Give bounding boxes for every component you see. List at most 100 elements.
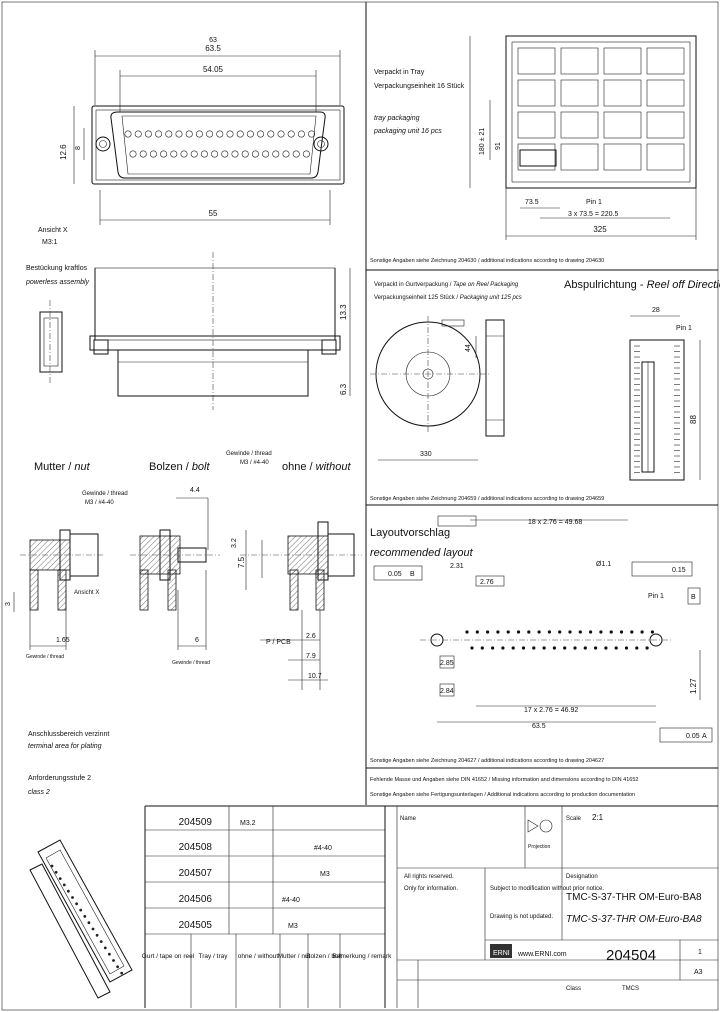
layout-hole	[578, 630, 582, 634]
terminal-de: Anschlussbereich verzinnt	[28, 731, 109, 738]
thread-label-1: Gewinde / thread	[226, 451, 272, 457]
thread-label-2: Gewinde / thread	[82, 491, 128, 497]
tb-not-updated: Drawing is not updated.	[490, 914, 553, 920]
layout-hole	[573, 646, 577, 650]
tray-dim-series: 3 x 73.5 = 220.5	[568, 211, 619, 218]
connector-pin	[58, 877, 62, 880]
pin	[231, 150, 239, 158]
tb-scale-val: 2:1	[592, 813, 604, 822]
dim-6: 6	[195, 637, 199, 644]
tray-cell	[517, 111, 556, 139]
reel-dir-pin1: Pin 1	[676, 325, 692, 332]
dim-low: 6.3	[339, 383, 348, 395]
layout-hole	[583, 646, 587, 650]
tray-cell	[560, 47, 599, 75]
dim-pitch: 54.05	[203, 65, 224, 74]
pin	[287, 130, 295, 138]
without-drawing: 7.5 3.2 P / PCB 2.6 7.9 10.7	[231, 521, 362, 690]
pin	[190, 150, 198, 158]
variant-3-num: 204506	[179, 894, 213, 905]
layout-title-de: Layoutvorschlag	[370, 527, 450, 539]
view-x-scale: M3:1	[42, 239, 58, 246]
layout-hole	[491, 646, 495, 650]
layout-hole	[635, 646, 639, 650]
connector-pin	[75, 902, 78, 906]
connector-pin	[67, 889, 70, 893]
layout-hole	[599, 630, 603, 634]
header-nut: Mutter / nut	[278, 953, 311, 960]
layout-hole	[630, 630, 634, 634]
layout-dim127: 1.27	[689, 678, 698, 694]
tray-cell	[517, 47, 556, 75]
variant-1-num: 204508	[179, 842, 213, 853]
layout-dim285: 2.85	[440, 660, 454, 667]
tb-format: A3	[694, 969, 703, 976]
pin	[308, 130, 316, 138]
connector-pin	[95, 933, 99, 937]
tb-subject: Subject to modification without prior no…	[490, 886, 604, 892]
pin	[282, 150, 290, 158]
tray-pin1: Pin 1	[586, 199, 602, 206]
side-view: 13.3 6.3	[39, 252, 351, 410]
reel-dir-title: Abspulrichtung - Reel off Direction	[564, 279, 720, 291]
variant-2-col: M3	[320, 871, 330, 878]
pin	[180, 150, 188, 158]
reel-dim-dia: 330	[420, 451, 432, 458]
variant-4-col: M3	[288, 923, 298, 930]
dim-75: 7.5	[237, 556, 246, 568]
connector-pin	[116, 965, 119, 969]
tray-line4: packaging unit 16 pcs	[373, 128, 442, 135]
tray-cell	[646, 111, 685, 139]
erni-logo	[490, 944, 512, 958]
variant-2-num: 204507	[179, 868, 213, 879]
tray-note: Sonstige Angaben siehe Zeichnung 204630 …	[370, 258, 604, 264]
tb-scale-label: Scale	[566, 816, 582, 822]
pin	[211, 150, 219, 158]
layout-dim-overall: 63.5	[532, 723, 546, 730]
bolt-drawing: 6 Gewinde / thread 4.4	[130, 487, 220, 666]
connector-pin	[50, 864, 54, 868]
pin	[134, 130, 142, 138]
tb-number: 204504	[606, 947, 656, 964]
layout-dim231: 2.31	[450, 563, 464, 570]
layout-hole	[516, 630, 521, 634]
dim-height: 12.6	[59, 144, 68, 160]
pin	[297, 130, 305, 138]
layout-hole	[594, 646, 598, 650]
layout-hole	[542, 646, 546, 650]
pin	[292, 150, 300, 158]
tray-line2: Verpackungseinheit 16 Stück	[374, 83, 465, 90]
note-2: Sonstige Angaben siehe Fertigungsunterla…	[370, 792, 635, 798]
pin	[277, 130, 285, 138]
layout-hole	[568, 630, 572, 634]
nut-title: Mutter / nut	[34, 461, 91, 473]
dim-165: 1.65	[56, 637, 70, 644]
tb-projection: Projection	[528, 844, 550, 850]
connector-pin	[79, 908, 83, 912]
variant-table: 204509 M3.2 204508 #4-40 204507 M3 20450…	[142, 805, 718, 1008]
tray-cell	[517, 79, 556, 107]
pin	[251, 150, 259, 158]
tb-website: www.ERNI.com	[517, 951, 567, 958]
reel-note: Sonstige Angaben siehe Zeichnung 204659 …	[370, 496, 604, 502]
connector-pin	[71, 896, 74, 899]
variant-0-col: M3.2	[240, 820, 256, 827]
title-block: Name Scale 2:1 Projection All rights res…	[396, 806, 718, 1008]
tb-designation-label: Designation	[566, 874, 598, 880]
layout-dim-bottom: 17 x 2.76 = 46.92	[524, 707, 578, 714]
reel-dir-dim28: 28	[652, 307, 660, 314]
variant-4-num: 204505	[179, 920, 213, 931]
dim-bottom: 55	[209, 209, 218, 218]
layout-hole	[465, 630, 469, 634]
reel-direction: Abspulrichtung - Reel off Direction 28 P…	[564, 279, 720, 481]
dim-3: 3	[5, 602, 12, 606]
tb-class-label: Class	[566, 986, 581, 992]
tray-section: Verpackt in Tray Verpackungseinheit 16 S…	[370, 35, 697, 264]
tray-cell	[603, 79, 642, 107]
layout-hole	[537, 630, 541, 634]
connector-pin	[99, 940, 103, 943]
layout-hole	[475, 630, 479, 634]
tb-designation-2: TMC-S-37-THR OM-Euro-BA8	[566, 914, 702, 925]
